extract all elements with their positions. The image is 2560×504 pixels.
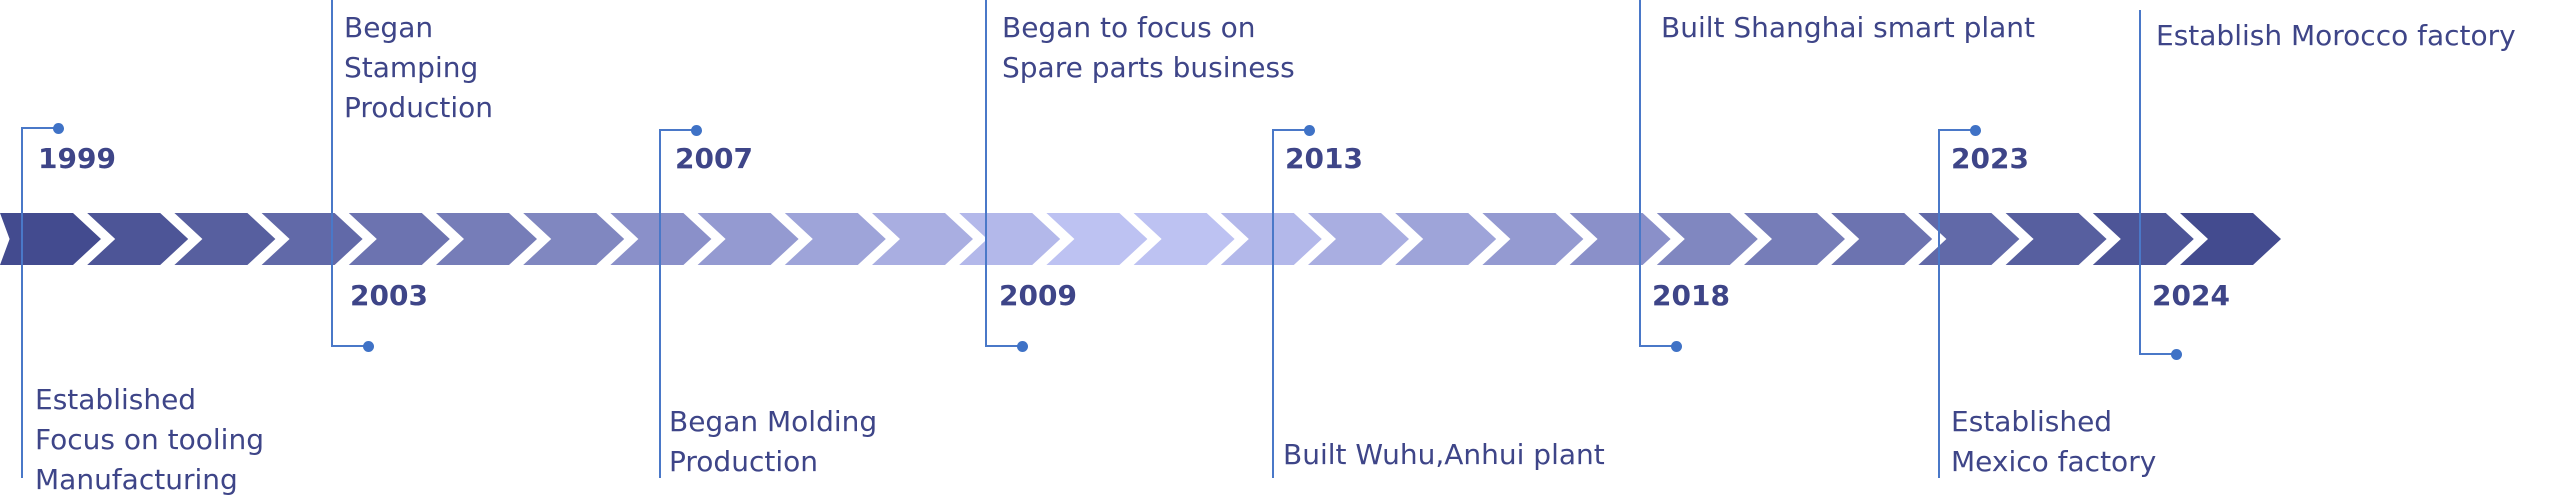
marker-dot: [1017, 341, 1028, 352]
timeline-chevron: [1482, 213, 1584, 265]
connector-line: [985, 345, 1021, 347]
connector-line: [659, 130, 661, 478]
connector-line: [1272, 130, 1274, 478]
marker-dot: [1970, 125, 1981, 136]
timeline-chevron: [0, 213, 101, 265]
event-description: Establish Morocco factory: [2156, 19, 2516, 52]
marker-dot: [691, 125, 702, 136]
connector-line: [2139, 10, 2141, 354]
timeline-chevron: [1918, 213, 2020, 265]
year-label: 2013: [1285, 142, 1363, 175]
timeline-chevron: [872, 213, 973, 265]
connector-line: [1938, 130, 1940, 478]
timeline-chevron: [523, 213, 625, 265]
timeline-chevron: [261, 213, 363, 265]
connector-line: [1639, 345, 1675, 347]
connector-line: [2139, 353, 2175, 355]
connector-line: [985, 0, 987, 346]
connector-line: [659, 129, 695, 131]
marker-dot: [2171, 349, 2182, 360]
year-label: 2003: [350, 279, 428, 312]
year-label: 2024: [2152, 279, 2230, 312]
timeline-chevron: [1133, 213, 1235, 265]
marker-dot: [1304, 125, 1315, 136]
timeline-chevron: [697, 213, 799, 265]
marker-dot: [53, 123, 64, 134]
connector-line: [1938, 129, 1974, 131]
timeline-chevron: [436, 213, 537, 265]
year-label: 2007: [675, 142, 753, 175]
timeline-chevron: [1656, 213, 1758, 265]
year-label: 1999: [38, 142, 116, 175]
connector-line: [331, 0, 333, 346]
connector-line: [1639, 0, 1641, 346]
connector-line: [21, 128, 23, 478]
timeline-chevron: [1395, 213, 1497, 265]
year-label: 2018: [1652, 279, 1730, 312]
timeline-chevron: [1046, 213, 1148, 265]
timeline-chevron: [348, 213, 450, 265]
year-label: 2009: [999, 279, 1077, 312]
timeline-chevron: [1569, 213, 1671, 265]
event-description: Built Shanghai smart plant: [1661, 11, 2036, 44]
timeline-chevron: [2180, 213, 2281, 265]
timeline-chevron: [87, 213, 189, 265]
connector-line: [331, 345, 367, 347]
event-description: Built Wuhu,Anhui plant: [1283, 438, 1605, 471]
timeline-chevron: [1831, 213, 1933, 265]
connector-line: [1272, 129, 1308, 131]
timeline-chevron: [784, 213, 886, 265]
marker-dot: [363, 341, 374, 352]
timeline-chevron: [2005, 213, 2107, 265]
timeline-chevron: [1308, 213, 1409, 265]
timeline-chevron: [174, 213, 276, 265]
timeline-chevron: [959, 213, 1061, 265]
timeline-chevron: [1744, 213, 1845, 265]
timeline-chevron: [2092, 213, 2194, 265]
timeline-chevron: [1220, 213, 1322, 265]
connector-line: [21, 127, 57, 129]
marker-dot: [1671, 341, 1682, 352]
year-label: 2023: [1951, 142, 2029, 175]
